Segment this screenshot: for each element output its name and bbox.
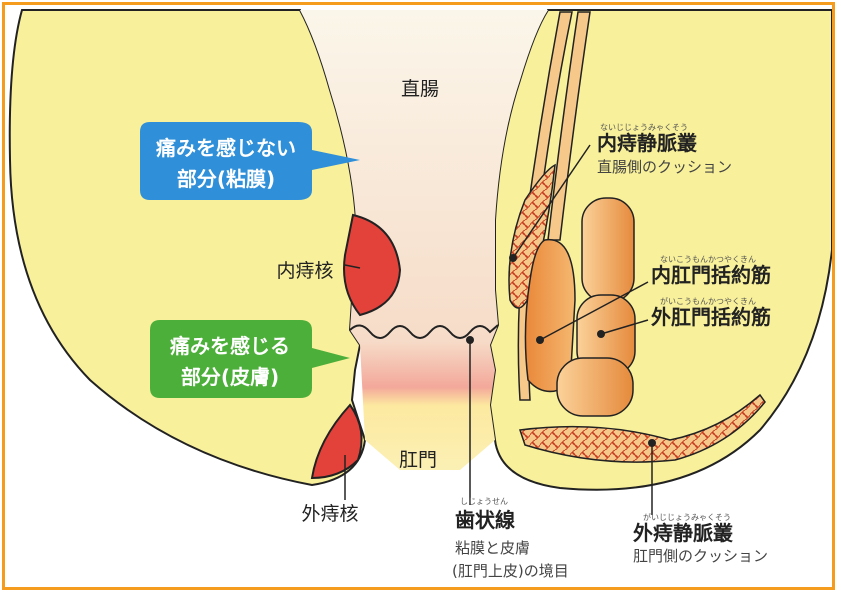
diagram-border (2, 2, 835, 590)
